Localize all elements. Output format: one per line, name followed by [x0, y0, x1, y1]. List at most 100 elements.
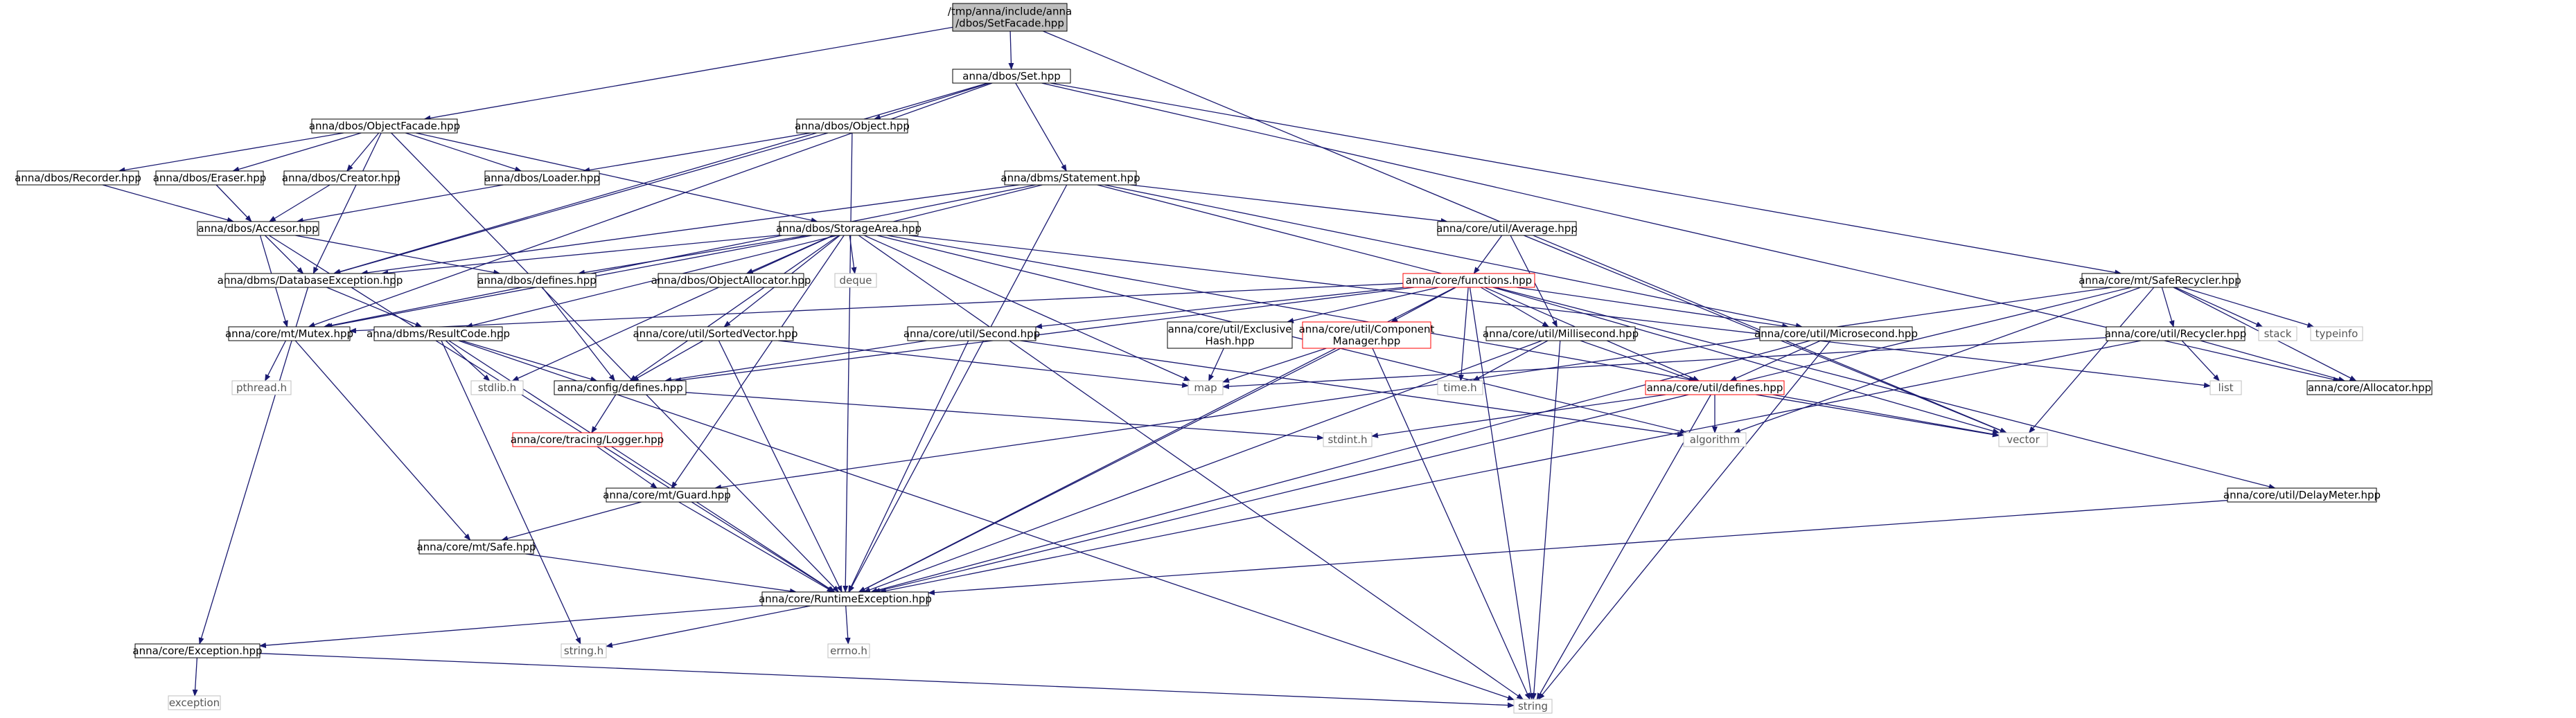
node-label-eraser: anna/dbos/Eraser.hpp [153, 172, 267, 184]
node-box-root [952, 3, 1068, 32]
edge-runtime-to-exception_hpp [259, 604, 763, 649]
node-box-saferecycler [2081, 273, 2239, 288]
node-label-exception_hpp: anna/core/Exception.hpp [132, 645, 262, 657]
node-list: list [2209, 380, 2242, 395]
edge-exclusivehash-to-map [1208, 348, 1224, 382]
node-box-objallocator [658, 273, 804, 288]
node-vector: vector [1998, 432, 2048, 447]
node-accesor[interactable]: anna/dbos/Accesor.hpp [197, 221, 319, 236]
edge-object-to-runtime [843, 132, 853, 593]
node-configdefines[interactable]: anna/config/defines.hpp [554, 380, 687, 395]
node-resultcode[interactable]: anna/dbms/ResultCode.hpp [367, 326, 510, 341]
node-loader[interactable]: anna/dbos/Loader.hpp [484, 170, 600, 186]
edge-objfacade-to-recorder [118, 132, 344, 173]
node-label-recorder: anna/dbos/Recorder.hpp [15, 172, 141, 184]
node-box-exception_hpp [134, 643, 261, 658]
node-label-functions: anna/core/functions.hpp [1406, 274, 1532, 287]
node-deque: deque [834, 273, 877, 288]
node-logger[interactable]: anna/core/tracing/Logger.hpp [511, 432, 664, 447]
node-objallocator[interactable]: anna/dbos/ObjectAllocator.hpp [651, 273, 811, 288]
edge-functions-to-string [1469, 287, 1534, 700]
node-box-typeinfo [2310, 326, 2363, 341]
node-dbosdefines[interactable]: anna/dbos/defines.hpp [477, 273, 597, 288]
node-box-vector [1998, 432, 2048, 447]
edge-saferecycler-to-algorithm [1733, 287, 2141, 433]
edge-resultcode-to-runtime [448, 340, 836, 593]
node-label-stdint: stdint.h [1327, 433, 1367, 446]
edge-objfacade-to-runtime [391, 132, 839, 593]
node-box-exclusivehash [1167, 321, 1293, 349]
edge-storagearea-to-list [908, 235, 2211, 388]
edge-objfacade-to-dbexception [312, 132, 382, 274]
node-mutex[interactable]: anna/core/mt/Mutex.hpp [225, 326, 353, 341]
edge-mutex-to-safe [294, 340, 471, 541]
edge-dbexception-to-exception_hpp [198, 287, 309, 645]
node-storagearea[interactable]: anna/dbos/StorageArea.hpp [776, 221, 921, 236]
node-recorder[interactable]: anna/dbos/Recorder.hpp [15, 170, 141, 186]
node-label-exception: exception [169, 697, 220, 709]
node-label-utildefines: anna/core/util/defines.hpp [1647, 382, 1783, 394]
node-dbexception[interactable]: anna/dbms/DatabaseException.hpp [218, 273, 403, 288]
node-label-objallocator: anna/dbos/ObjectAllocator.hpp [651, 274, 811, 287]
node-guard[interactable]: anna/core/mt/Guard.hpp [603, 487, 731, 503]
node-box-dbexception [224, 273, 396, 288]
node-box-stdlib [470, 380, 524, 395]
edge-recorder-to-accesor [102, 184, 234, 223]
node-label-stdlib: stdlib.h [478, 382, 516, 394]
node-sortedvector[interactable]: anna/core/util/SortedVector.hpp [633, 326, 798, 341]
node-second[interactable]: anna/core/util/Second.hpp [903, 326, 1040, 341]
node-creator[interactable]: anna/dbos/Creator.hpp [282, 170, 400, 186]
node-label-mutex: anna/core/mt/Mutex.hpp [225, 327, 353, 340]
node-box-dbosdefines [477, 273, 597, 288]
node-pthread: pthread.h [231, 380, 292, 395]
node-functions[interactable]: anna/core/functions.hpp [1402, 273, 1535, 288]
node-label-loader: anna/dbos/Loader.hpp [484, 172, 600, 184]
edge-configdefines-to-stdint [685, 392, 1324, 440]
edge-mutex-to-pthread [265, 340, 286, 382]
edge-functions-to-configdefines [674, 287, 1415, 383]
node-box-exception [168, 695, 221, 710]
node-allocator[interactable]: anna/core/Allocator.hpp [2306, 380, 2433, 395]
node-box-algorithm [1683, 432, 1747, 447]
node-eraser[interactable]: anna/dbos/Eraser.hpp [153, 170, 267, 186]
node-object[interactable]: anna/dbos/Object.hpp [795, 118, 910, 134]
node-root[interactable]: /tmp/anna/include/anna/dbos/SetFacade.hp… [948, 3, 1072, 32]
node-label-delaymeter: anna/core/util/DelayMeter.hpp [2223, 489, 2381, 501]
node-objfacade[interactable]: anna/dbos/ObjectFacade.hpp [309, 118, 460, 134]
node-microsecond[interactable]: anna/core/util/Microsecond.hpp [1754, 326, 1918, 341]
node-exception_hpp[interactable]: anna/core/Exception.hpp [132, 643, 263, 658]
edge-storagearea-to-configdefines [629, 235, 840, 382]
node-map: map [1188, 380, 1224, 395]
edge-storagearea-to-dbexception [381, 234, 780, 276]
node-label-stringh: string.h [564, 645, 603, 657]
node-box-eraser [155, 170, 264, 186]
edge-microsecond-to-string [1537, 340, 1831, 700]
node-label-pthread: pthread.h [236, 382, 287, 394]
node-label-runtime: anna/core/RuntimeException.hpp [759, 593, 932, 605]
edge-microsecond-to-utildefines [1729, 340, 1821, 382]
edge-accesor-to-runtime [268, 235, 836, 593]
node-box-stringh [561, 643, 607, 658]
node-utildefines[interactable]: anna/core/util/defines.hpp [1645, 380, 1785, 395]
edge-recycler-to-map [1222, 336, 2107, 390]
edge-second-to-algorithm [1020, 340, 1684, 438]
node-stdint: stdint.h [1323, 432, 1373, 447]
edge-set-to-statement [1015, 82, 1067, 172]
node-safe[interactable]: anna/core/mt/Safe.hpp [416, 539, 536, 555]
node-average[interactable]: anna/core/util/Average.hpp [1436, 221, 1578, 236]
node-label-typeinfo: typeinfo [2315, 327, 2358, 340]
node-saferecycler[interactable]: anna/core/mt/SafeRecycler.hpp [2079, 273, 2241, 288]
node-statement[interactable]: anna/dbms/Statement.hpp [1000, 170, 1140, 186]
node-delaymeter[interactable]: anna/core/util/DelayMeter.hpp [2223, 487, 2381, 503]
node-label-recycler: anna/core/util/Recycler.hpp [2105, 327, 2247, 340]
edge-safe-to-runtime [525, 553, 797, 594]
node-recycler[interactable]: anna/core/util/Recycler.hpp [2105, 326, 2247, 341]
node-millisecond[interactable]: anna/core/util/Millisecond.hpp [1483, 326, 1639, 341]
node-runtime[interactable]: anna/core/RuntimeException.hpp [759, 591, 932, 607]
node-set[interactable]: anna/dbos/Set.hpp [952, 69, 1071, 84]
